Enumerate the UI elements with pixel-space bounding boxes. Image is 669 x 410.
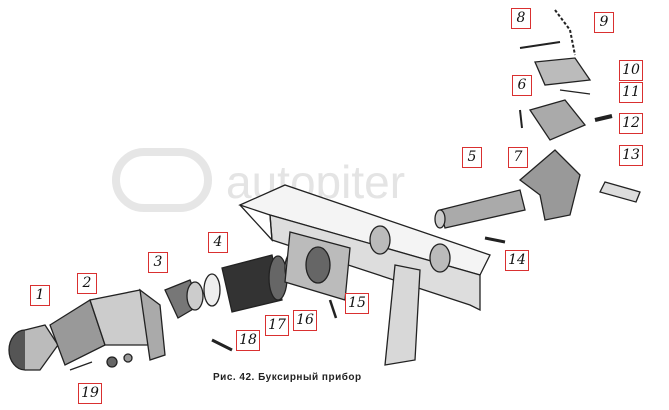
- part-label-16: 16: [293, 310, 317, 331]
- frame-beam: [238, 184, 491, 366]
- part-label-15: 15: [345, 293, 369, 314]
- part-9-10-lock: [519, 9, 592, 95]
- part-label-1: 1: [30, 285, 50, 306]
- watermark-logo: [112, 148, 212, 212]
- part-1-cap: [8, 324, 59, 371]
- part-label-3: 3: [148, 252, 168, 273]
- part-6-latch: [519, 99, 613, 141]
- part-label-18: 18: [236, 330, 260, 351]
- part-label-11: 11: [619, 82, 643, 103]
- part-5-hook: [434, 149, 581, 229]
- part-13-pin: [599, 181, 641, 203]
- part-label-13: 13: [619, 145, 643, 166]
- part-14-bolt: [484, 236, 506, 244]
- figure-caption: Рис. 42. Буксирный прибор: [213, 372, 362, 383]
- part-label-2: 2: [77, 273, 97, 294]
- part-label-19: 19: [78, 383, 102, 404]
- part-label-6: 6: [512, 75, 532, 96]
- part-label-7: 7: [508, 147, 528, 168]
- part-label-4: 4: [208, 232, 228, 253]
- part-18-pin: [211, 338, 233, 352]
- part-label-8: 8: [511, 8, 531, 29]
- part-16-plate: [284, 231, 351, 319]
- part-label-14: 14: [505, 250, 529, 271]
- part-2-housing: [49, 288, 166, 371]
- part-label-17: 17: [265, 315, 289, 336]
- part-label-10: 10: [619, 60, 643, 81]
- part-3-nut: [164, 279, 204, 319]
- part-label-9: 9: [594, 12, 614, 33]
- part-label-12: 12: [619, 113, 643, 134]
- part-label-5: 5: [462, 147, 482, 168]
